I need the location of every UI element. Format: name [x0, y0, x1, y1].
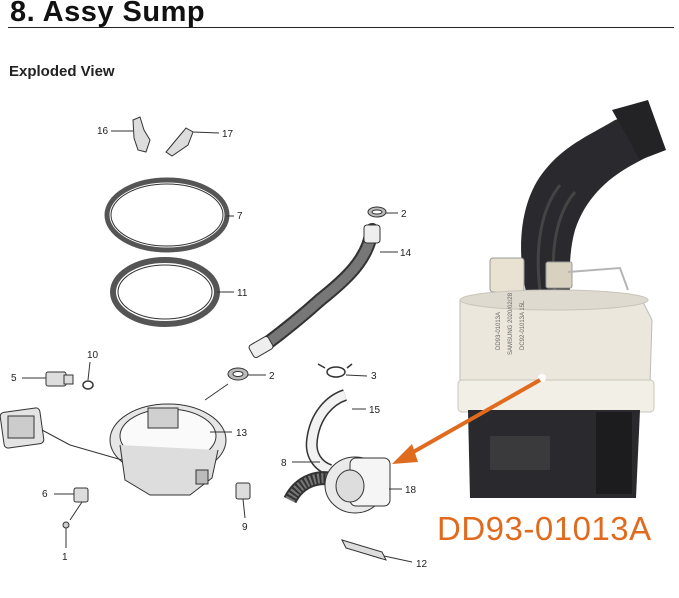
callout-7: 7	[237, 211, 243, 222]
callout-1: 1	[62, 552, 68, 563]
callout-labels: 16 17 7 2 14 11 10 5 2 3 15 13 8 18 6 9 …	[11, 126, 428, 570]
callout-16: 13	[236, 428, 248, 439]
part-6-bracket	[54, 487, 89, 521]
pointer-arrow	[392, 378, 541, 464]
part-15-hose	[248, 223, 398, 358]
part-10-oring	[82, 361, 94, 390]
callout-10: 10	[87, 350, 99, 361]
photo-label-line1: DD93-01013A	[496, 312, 502, 350]
part-12-bracket	[111, 116, 151, 153]
callout-2-top: 2	[401, 209, 407, 220]
part-heater-module	[0, 407, 71, 449]
callout-15: 14	[400, 248, 412, 259]
callout-12: 16	[97, 126, 109, 137]
callout-8: 9	[242, 522, 248, 533]
part-2-clamp-lower	[227, 367, 266, 381]
callout-17: 15	[369, 405, 381, 416]
title-rule	[8, 27, 674, 28]
product-photo: DD93-01013A SAMSUNG 2020/02/28 DC92-0101…	[457, 100, 666, 498]
callout-2-lower: 2	[269, 371, 275, 382]
part-16-sump-housing	[69, 383, 232, 496]
page-title: 8. Assy Sump	[10, 0, 206, 28]
part-3-clamp	[317, 363, 368, 378]
callout-6: 6	[42, 489, 48, 500]
part-13-clip	[165, 127, 220, 157]
part-1-screw	[62, 521, 70, 548]
part-11-ring	[110, 257, 234, 327]
photo-label-line3: DC92-01013A 15L	[520, 300, 526, 350]
callout-11: 11	[237, 288, 248, 299]
part-7-ring	[104, 177, 234, 253]
part-17-hose	[305, 389, 366, 476]
callout-3: 3	[371, 371, 377, 382]
part-number-label: DD93-01013A	[437, 510, 652, 547]
callout-14: 12	[416, 559, 428, 570]
part-14-bracket	[341, 539, 413, 563]
part-2-clamp-top	[367, 206, 398, 218]
part-5-connector	[22, 371, 74, 387]
callout-5: 5	[11, 373, 17, 384]
section-subtitle: Exploded View	[9, 63, 115, 80]
callout-18: 18	[405, 485, 417, 496]
callout-9: 8	[281, 458, 287, 469]
photo-label-line2: SAMSUNG 2020/02/28	[508, 292, 514, 355]
part-18-drain-pump	[283, 456, 402, 514]
part-8-clip	[235, 482, 251, 519]
callout-13: 17	[222, 129, 234, 140]
